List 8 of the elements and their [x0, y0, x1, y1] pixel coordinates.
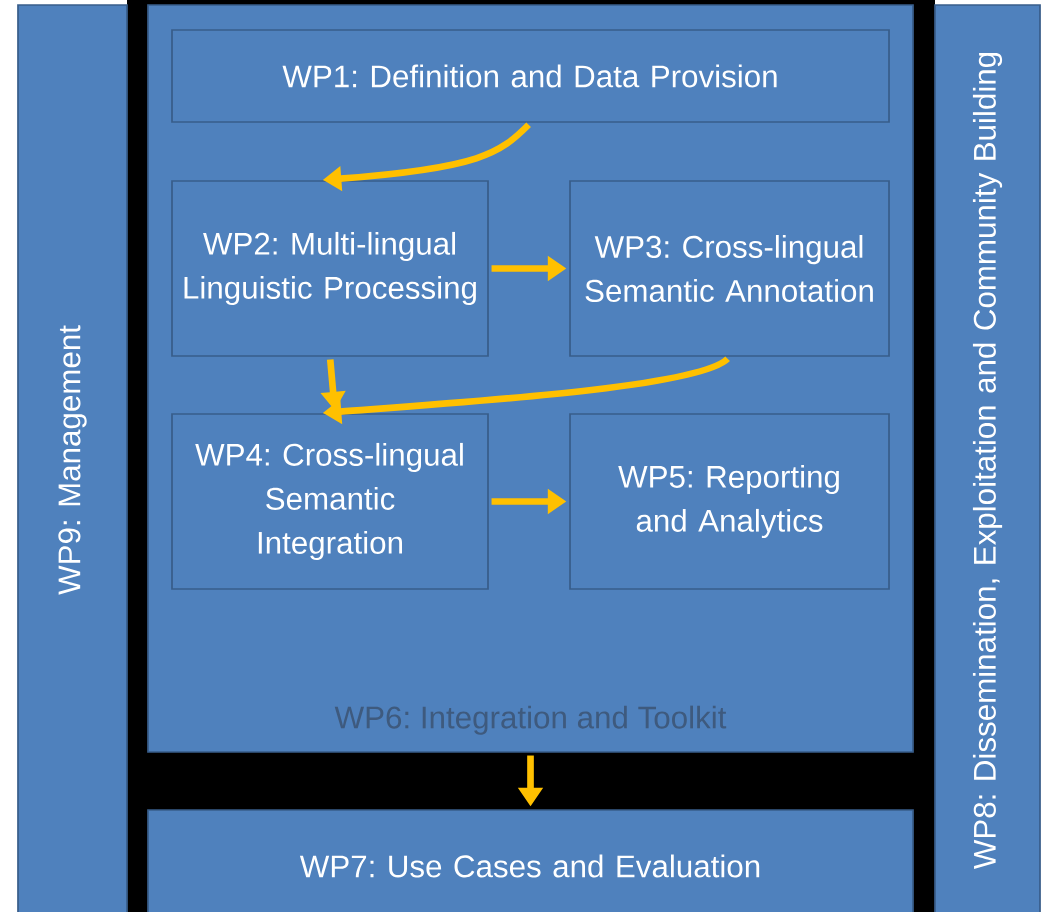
process-box: WP2: Multi-lingual Linguistic Processing: [171, 180, 489, 357]
process-box: WP4: Cross-lingual Semantic Integration: [171, 413, 489, 590]
side-column: WP9: Management: [17, 4, 128, 912]
side-column: WP8: Dissemination, Exploitation and Community Building: [934, 4, 1041, 912]
bottom-box: WP7: Use Cases and Evaluation: [147, 809, 914, 912]
process-box: WP5: Reporting and Analytics: [569, 413, 890, 590]
process-box: WP3: Cross-lingual Semantic Annotation: [569, 180, 890, 357]
process-box: WP1: Definition and Data Provision: [171, 29, 890, 123]
